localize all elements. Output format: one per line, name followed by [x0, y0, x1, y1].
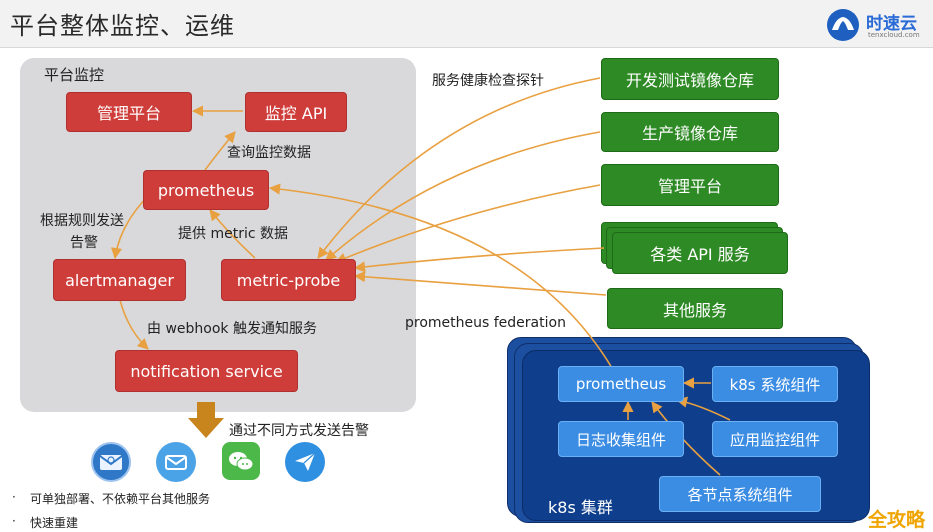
- manage-platform-green-box: 管理平台: [601, 164, 779, 206]
- node-components-box: 各节点系统组件: [659, 476, 821, 512]
- header-bar: [0, 0, 933, 48]
- dev-image-repo-box: 开发测试镜像仓库: [601, 58, 779, 100]
- rules-alert-label-line1: 根据规则发送: [40, 213, 124, 229]
- panel-title: 平台监控: [44, 66, 105, 84]
- envelope-icon: [156, 442, 196, 482]
- arrow-federation: [268, 183, 613, 369]
- query-data-label: 查询监控数据: [227, 145, 311, 161]
- k8s-cluster-label: k8s 集群: [548, 498, 613, 517]
- log-collect-box: 日志收集组件: [558, 421, 684, 457]
- wechat-icon: [222, 442, 260, 480]
- prod-image-repo-box: 生产镜像仓库: [601, 112, 779, 152]
- arrow-prometheus-to-api: [204, 131, 236, 171]
- k8s-components-box: k8s 系统组件: [712, 366, 838, 402]
- paper-plane-icon: [285, 442, 325, 482]
- prometheus-box: prometheus: [143, 170, 269, 210]
- bullet-mark-1: ·: [12, 490, 16, 504]
- page-title: 平台整体监控、运维: [10, 12, 235, 40]
- alertmanager-box: alertmanager: [53, 259, 186, 301]
- brand-domain: tenxcloud.com: [868, 31, 920, 39]
- api-services-box: 各类 API 服务: [612, 232, 788, 274]
- bullet-text-2: 快速重建: [30, 516, 79, 530]
- manage-platform-box: 管理平台: [66, 92, 192, 132]
- notification-service-box: notification service: [115, 350, 298, 392]
- webhook-label: 由 webhook 触发通知服务: [147, 321, 317, 337]
- arrow-other-to-probe: [353, 271, 607, 296]
- brand-name: 时速云: [866, 14, 917, 34]
- bullet-text-1: 可单独部署、不依赖平台其他服务: [30, 492, 211, 506]
- mail-icon: [91, 442, 131, 482]
- send-down-arrow: [188, 402, 224, 438]
- other-services-box: 其他服务: [607, 288, 783, 329]
- send-alert-label: 通过不同方式发送告警: [229, 423, 369, 439]
- federation-label: prometheus federation: [405, 315, 566, 331]
- health-probe-label: 服务健康检查探针: [432, 73, 544, 89]
- arrow-appmon-to-prometheus: [675, 396, 731, 421]
- provide-metric-label: 提供 metric 数据: [178, 226, 288, 242]
- arrow-api-to-probe: [353, 247, 605, 273]
- arrow-prod-repo-to-probe: [325, 131, 601, 261]
- cloud-logo-icon: [827, 9, 859, 41]
- arrow-manage-to-probe: [334, 184, 601, 264]
- k8s-prometheus-box: prometheus: [558, 366, 684, 402]
- arrow-alertmanager-to-notification: [119, 299, 149, 350]
- metric-probe-box: metric-probe: [221, 259, 356, 301]
- app-monitor-box: 应用监控组件: [712, 421, 838, 457]
- rules-alert-label-line2: 告警: [70, 235, 98, 251]
- arrow-probe-to-prometheus: [209, 209, 256, 259]
- monitor-api-box: 监控 API: [245, 92, 347, 132]
- watermark-text: 全攻略: [868, 509, 926, 531]
- arrow-dev-repo-to-probe: [317, 77, 601, 259]
- bullet-mark-2: ·: [12, 514, 16, 528]
